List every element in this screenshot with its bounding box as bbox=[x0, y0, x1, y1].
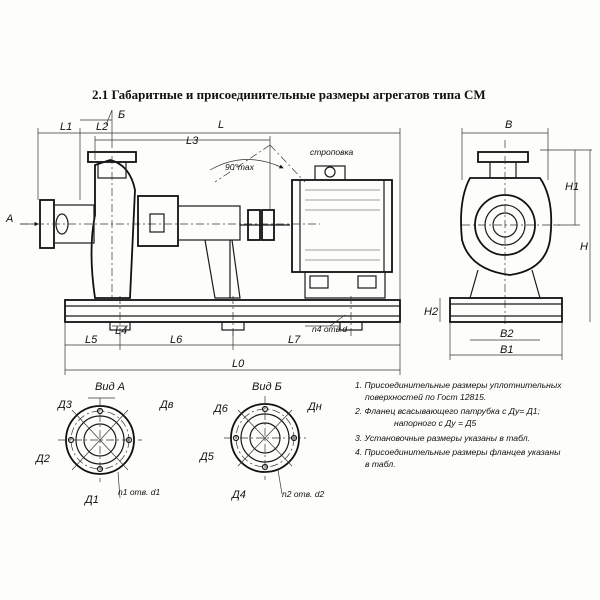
dim-L0: L0 bbox=[232, 358, 245, 370]
view-arrow-a: A bbox=[5, 213, 13, 225]
note-line: 4. Присоединительные размеры фланцев ука… bbox=[355, 447, 561, 457]
dim-L2: L2 bbox=[96, 121, 108, 133]
lifting-eye bbox=[324, 166, 336, 178]
dim-L6: L6 bbox=[170, 334, 183, 346]
notes-block: 1. Присоединительные размеры уплотнитель… bbox=[354, 380, 562, 469]
drawing-title: 2.1 Габаритные и присоединительные разме… bbox=[92, 87, 486, 102]
dim-B: B bbox=[505, 119, 512, 131]
view-a-dv: Дв bbox=[158, 399, 174, 411]
view-a-d2: Д2 bbox=[34, 453, 50, 465]
dim-B2: B2 bbox=[500, 328, 513, 340]
note-line: 2. Фланец всасывающего патрубка с Ду= Д1… bbox=[354, 406, 541, 416]
base-frame bbox=[64, 299, 401, 323]
holes-label: n4 отв.d bbox=[312, 324, 347, 334]
view-b bbox=[224, 396, 306, 495]
dim-H: H bbox=[580, 241, 588, 253]
view-a-holes: n1 отв. d1 bbox=[118, 487, 161, 497]
dim-H2: H2 bbox=[424, 306, 438, 318]
note-line: 1. Присоединительные размеры уплотнитель… bbox=[355, 380, 562, 390]
view-b-holes: n2 отв. d2 bbox=[282, 489, 325, 499]
dim-H1: H1 bbox=[565, 181, 579, 193]
motor-body bbox=[291, 179, 393, 273]
view-a-d3: Д3 bbox=[56, 399, 73, 411]
pump-volute bbox=[90, 159, 136, 299]
end-volute bbox=[460, 177, 553, 276]
view-b-title: Вид Б bbox=[252, 381, 282, 393]
side-view bbox=[20, 140, 401, 336]
note-line: поверхностей по Гост 12815. bbox=[365, 392, 486, 402]
view-b-d6: Д6 bbox=[212, 403, 229, 415]
view-arrow-b: Б bbox=[118, 109, 125, 121]
dim-L4: L4 bbox=[115, 325, 127, 337]
sling-label: строповка bbox=[310, 147, 354, 157]
view-a bbox=[58, 397, 142, 499]
dim-L3: L3 bbox=[186, 135, 199, 147]
note-line: 3. Установочные размеры указаны в табл. bbox=[355, 433, 530, 443]
dim-L1: L1 bbox=[60, 121, 72, 133]
view-a-title: Вид А bbox=[95, 381, 125, 393]
note-line: в табл. bbox=[365, 459, 396, 469]
bearing-housing bbox=[137, 195, 179, 247]
view-a-d1: Д1 bbox=[83, 494, 99, 506]
view-b-d5: Д5 bbox=[198, 451, 215, 463]
terminal-box bbox=[314, 165, 346, 181]
dim-B1: B1 bbox=[500, 344, 513, 356]
end-base bbox=[449, 297, 563, 323]
view-b-d4: Д4 bbox=[230, 489, 246, 501]
dim-L: L bbox=[218, 119, 224, 131]
note-line: напорного с Ду = Д5 bbox=[394, 418, 476, 428]
end-view bbox=[439, 128, 592, 360]
angle-label: 90°max bbox=[225, 162, 255, 172]
side-dimensions bbox=[20, 109, 401, 375]
end-discharge-flange bbox=[477, 151, 529, 163]
view-b-dn: Дн bbox=[306, 401, 322, 413]
dim-L7: L7 bbox=[288, 334, 301, 346]
dim-L5: L5 bbox=[85, 334, 98, 346]
